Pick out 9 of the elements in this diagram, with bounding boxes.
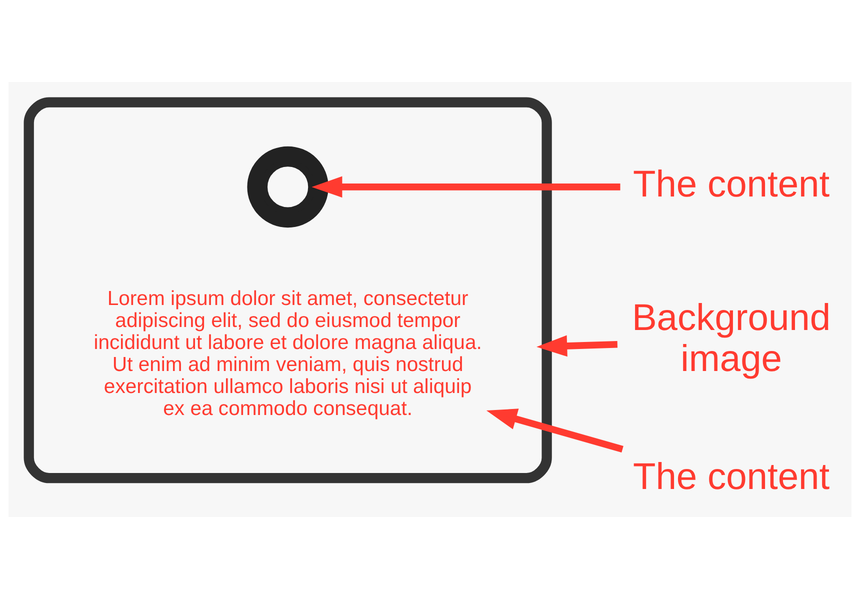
node-circle xyxy=(247,146,328,228)
cluster xyxy=(24,97,552,484)
node-text: Background image xyxy=(632,296,831,379)
node-text: Lorem ipsum dolor sit amet, consectetur adipiscing elit, sed do eiusmod tempor incididunt ut labore et dolore magna aliqua. Ut enim ad minim veniam, quis nostrud exercitation ullamco laboris nisi ut aliquip ex ea commodo consequat. xyxy=(94,288,482,420)
arrow xyxy=(312,176,620,198)
node-text: The content xyxy=(633,455,830,498)
arrow xyxy=(486,408,624,453)
node-text: The content xyxy=(633,162,830,204)
arrow xyxy=(536,335,618,357)
